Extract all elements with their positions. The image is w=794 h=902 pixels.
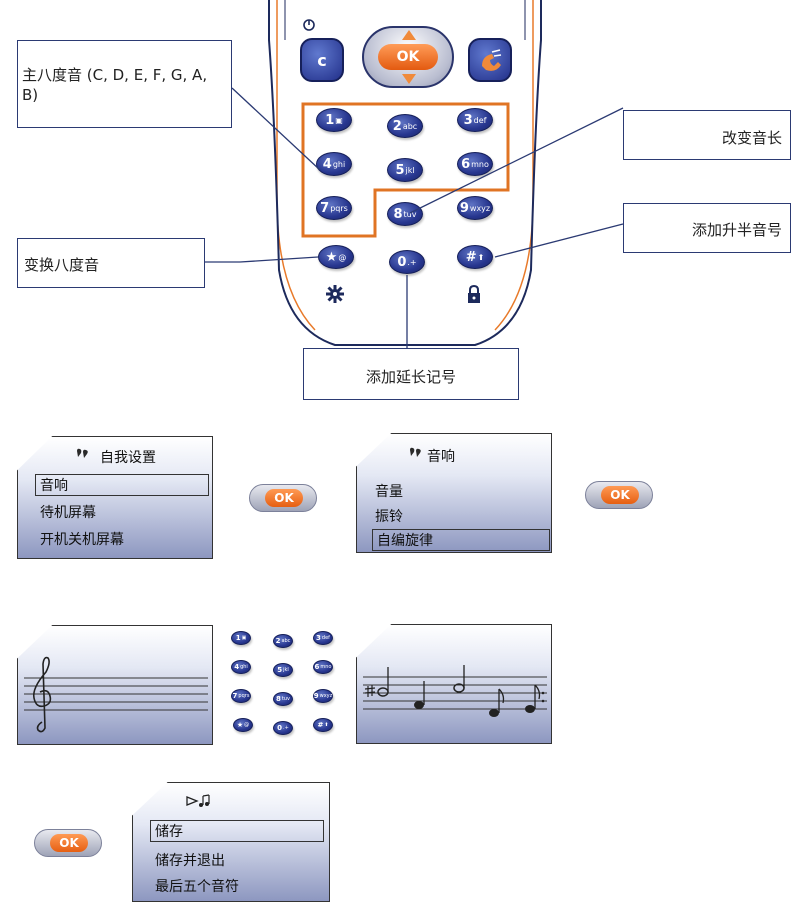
melody-editor-icon: [186, 794, 210, 807]
phone-body: [268, 0, 542, 346]
audio-menu-screen: 音响 音量 振铃 自编旋律: [356, 433, 552, 553]
down-arrow-icon: [402, 74, 416, 84]
key-star[interactable]: ★@: [318, 245, 354, 269]
mini-key-star: ★@: [233, 718, 253, 732]
ok-key[interactable]: OK: [378, 44, 438, 70]
ok-button-label: OK: [265, 489, 303, 507]
settings-menu-screen: 自我设置 音响 待机屏幕 开机关机屏幕: [17, 436, 213, 559]
clear-button[interactable]: c: [300, 38, 344, 82]
menu-item-audio[interactable]: 音响: [35, 474, 209, 496]
callout-change-length-text: 改变音长: [721, 129, 782, 147]
callout-add-sharp-text: 添加升半音号: [691, 221, 782, 239]
callout-switch-octave: 变换八度音: [17, 238, 205, 288]
callout-add-prolong: 添加延长记号: [303, 348, 519, 400]
callout-add-sharp: 添加升半音号: [623, 203, 791, 253]
key-hash[interactable]: #⬆: [457, 245, 493, 269]
ok-button[interactable]: OK: [249, 484, 317, 512]
key-0[interactable]: 0.+: [389, 250, 425, 274]
settings-menu-title: 自我设置: [100, 450, 156, 466]
clear-label: c: [317, 50, 327, 70]
menu-item-last-five-notes[interactable]: 最后五个音符: [155, 879, 239, 895]
menu-item-power-screen[interactable]: 开机关机屏幕: [40, 532, 124, 548]
ok-button-label: OK: [601, 486, 639, 504]
navigation-key[interactable]: OK: [362, 26, 454, 88]
ok-button[interactable]: OK: [585, 481, 653, 509]
ok-button[interactable]: OK: [34, 829, 102, 857]
callout-octave-notes-text: 主八度音 (C, D, E, F, G, A, B): [22, 66, 208, 104]
call-key[interactable]: [468, 38, 512, 82]
menu-item-standby-screen[interactable]: 待机屏幕: [40, 505, 96, 521]
mini-key-1: 1▣: [231, 631, 251, 645]
audio-menu-title: 音响: [427, 449, 455, 465]
empty-staff-screen: [17, 625, 213, 745]
callout-octave-notes: 主八度音 (C, D, E, F, G, A, B): [17, 40, 232, 128]
callout-change-length: 改变音长: [623, 110, 791, 160]
composed-staff-screen: [356, 624, 552, 744]
save-menu-screen: 储存 储存并退出 最后五个音符: [132, 782, 330, 902]
key-1[interactable]: 1▣: [316, 108, 352, 132]
lock-icon: [468, 284, 480, 303]
mini-key-0: 0.+: [273, 721, 293, 735]
ok-key-label: OK: [396, 49, 420, 65]
gear-icon: [326, 285, 344, 303]
menu-item-compose-melody[interactable]: 自编旋律: [372, 529, 550, 551]
up-arrow-icon: [402, 30, 416, 40]
mini-key-hash: #⬆: [313, 718, 333, 732]
phone-handset-icon: [482, 49, 502, 71]
heart-music-icon: [410, 447, 421, 457]
callout-switch-octave-text: 变换八度音: [24, 256, 100, 274]
callout-leaders: [205, 87, 624, 348]
menu-item-ringtone[interactable]: 振铃: [375, 509, 403, 525]
menu-item-save[interactable]: 储存: [150, 820, 324, 842]
callout-add-prolong-text: 添加延长记号: [365, 368, 456, 386]
notes-staff: [363, 665, 547, 717]
power-icon: [303, 19, 315, 31]
menu-item-volume[interactable]: 音量: [375, 484, 403, 500]
ok-button-label: OK: [50, 834, 88, 852]
menu-item-save-and-exit[interactable]: 储存并退出: [155, 853, 225, 869]
heart-music-icon: [77, 448, 88, 458]
treble-staff: [24, 656, 208, 733]
